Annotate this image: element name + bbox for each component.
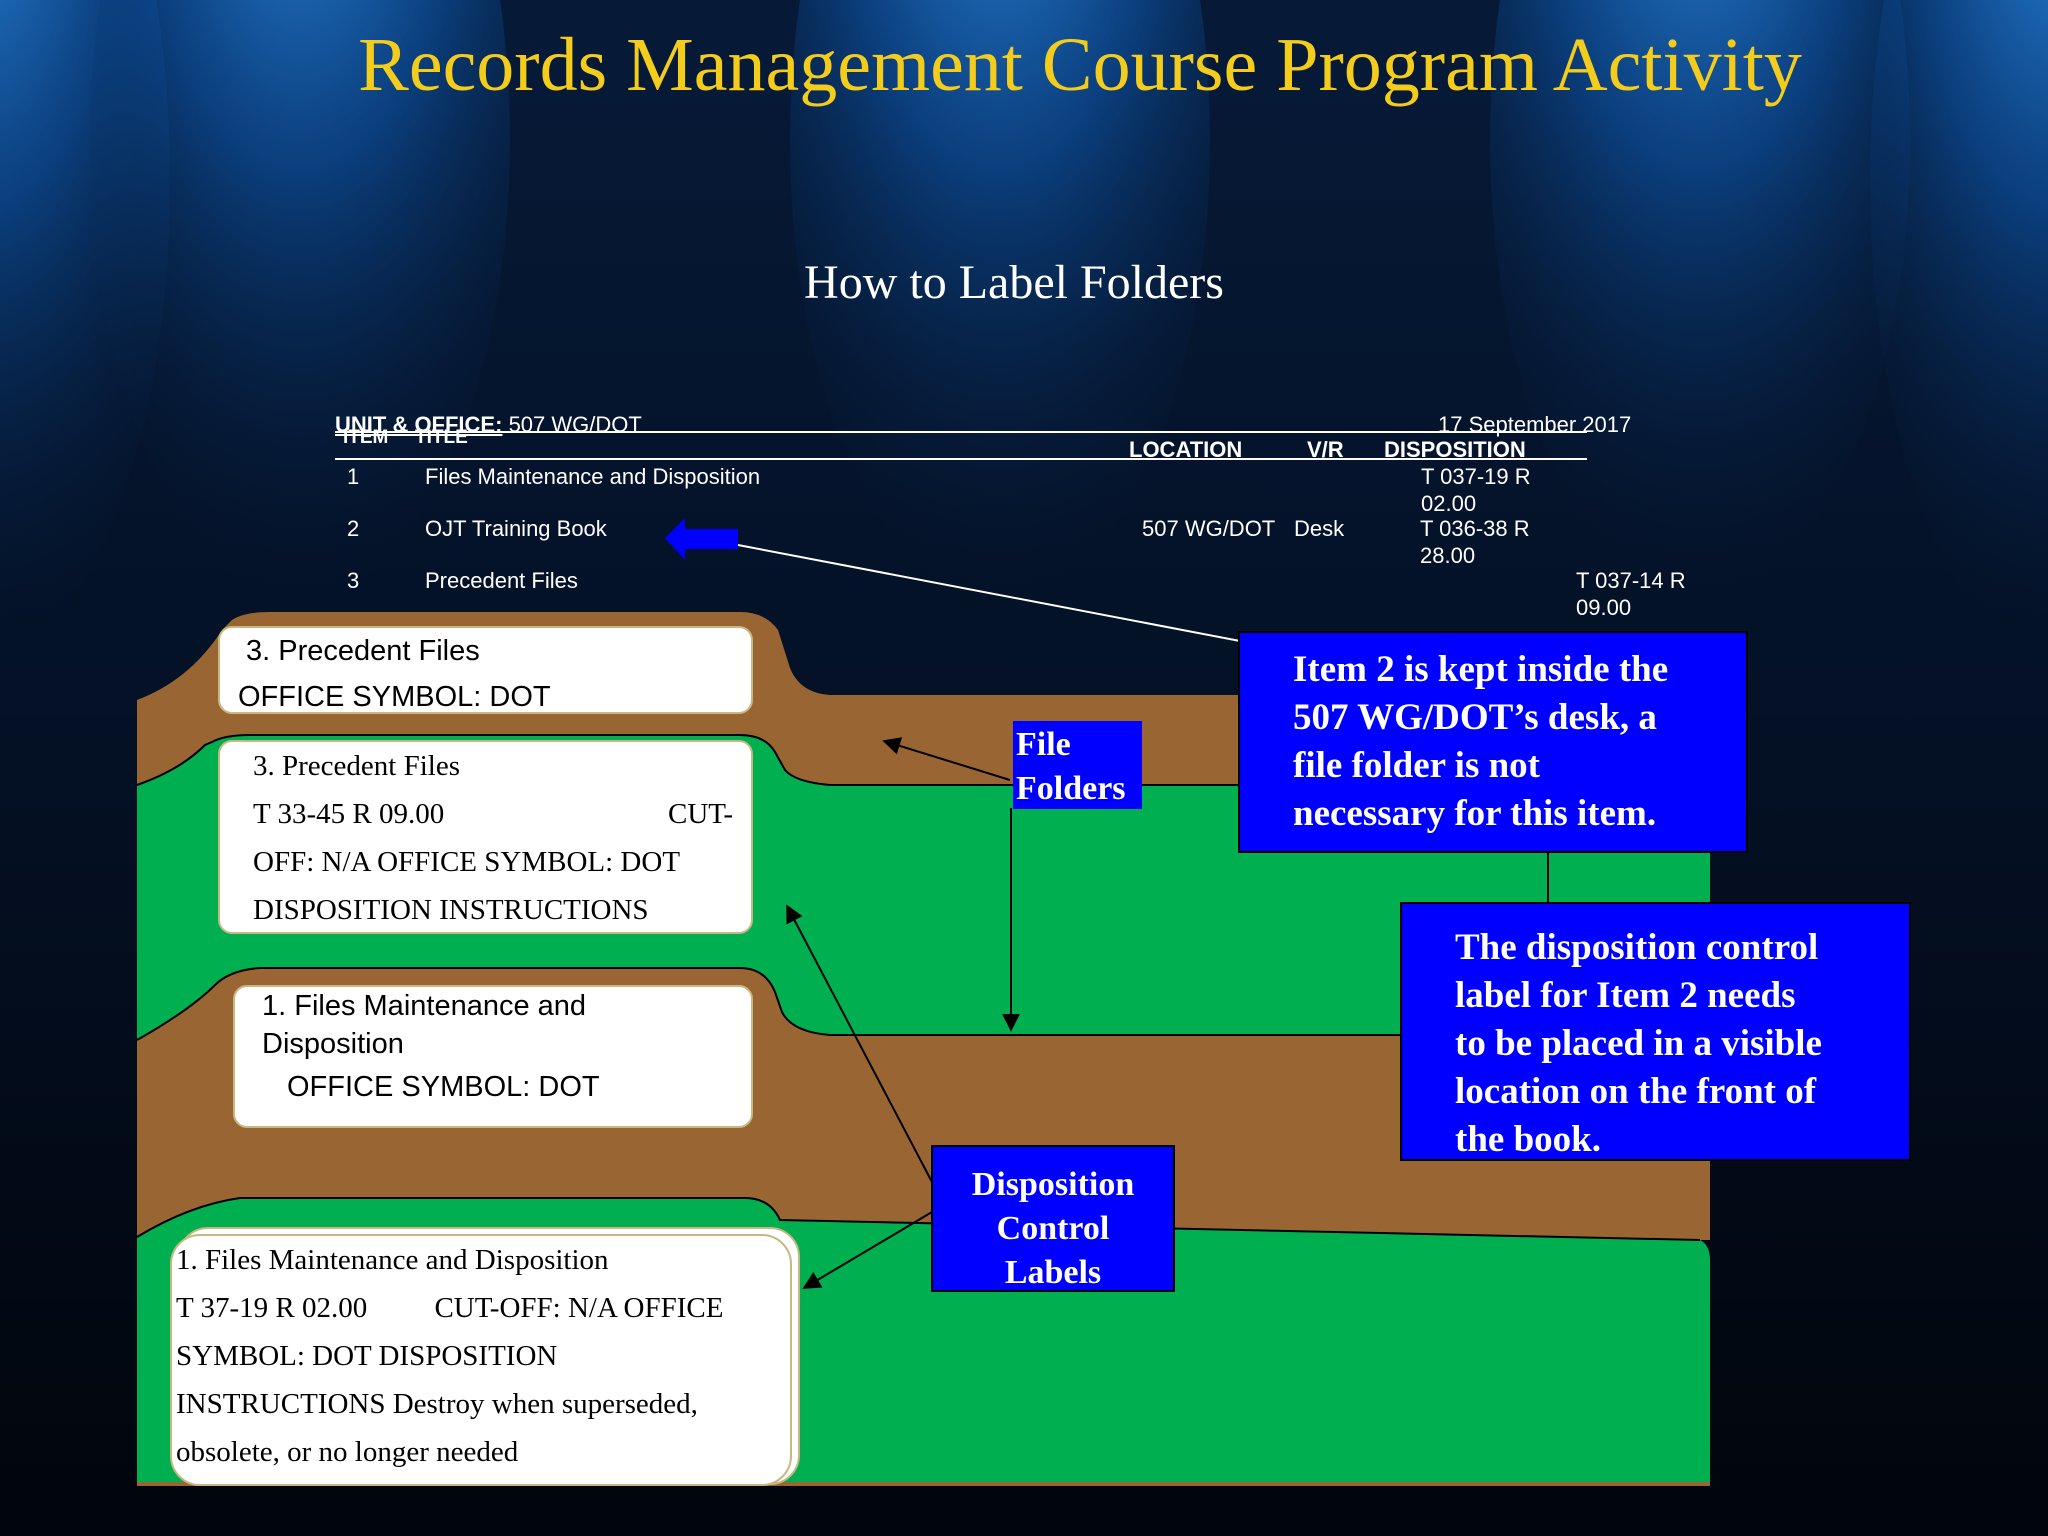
disposition-label-1-line3: SYMBOL: DOT DISPOSITION [176, 1340, 558, 1372]
folder-label-3: 3. Precedent Files OFFICE SYMBOL: DOT [218, 626, 753, 714]
callout-disposition-line3: Labels [1004, 1254, 1102, 1291]
header-disposition: DISPOSITION [1384, 437, 1526, 462]
blue-left-arrow-icon [665, 518, 738, 560]
disposition-label-1-code: T 37-19 R 02.00 [176, 1292, 368, 1324]
callout-item2-label-line3: to be placed in a visible [1455, 1023, 1822, 1064]
callout-disposition-labels: Disposition Control Labels [931, 1145, 1175, 1292]
header-location: LOCATION [1129, 437, 1243, 462]
disposition-label-3-row2: T 33-45 R 09.00 CUT- [253, 790, 733, 838]
folder-label-1-title-2: Disposition [262, 1028, 404, 1060]
table-header-rule [335, 458, 1587, 460]
row1-item: 1 [347, 464, 360, 489]
callout-disposition-line2: Control [996, 1210, 1110, 1247]
disposition-label-1-title: 1. Files Maintenance and Disposition [176, 1244, 609, 1276]
folder-label-3-title: 3. Precedent Files [246, 635, 480, 667]
disposition-arrow-up [786, 904, 933, 1183]
callout-item2-desk-line1: Item 2 is kept inside the [1293, 649, 1669, 690]
disposition-label-1-cutoff: CUT-OFF: N/A OFFICE [434, 1292, 724, 1324]
disposition-label-1-line5: obsolete, or no longer needed [176, 1436, 519, 1468]
disposition-label-3-title: 3. Precedent Files [253, 750, 460, 782]
slide-subtitle: How to Label Folders [804, 256, 1224, 309]
row2-location: 507 WG/DOT [1142, 516, 1276, 541]
callout-file-folders-line2: Folders [1016, 770, 1126, 807]
callout-file-folders-line1: File [1016, 726, 1071, 763]
disposition-label-3-code: T 33-45 R 09.00 [253, 798, 445, 830]
disposition-label-3-cutoff: CUT- [668, 798, 733, 830]
folder-label-1-office: OFFICE SYMBOL: DOT [287, 1071, 600, 1103]
callout-item2-label-line5: the book. [1455, 1119, 1601, 1160]
table-top-rule [335, 431, 1587, 433]
disposition-label-1: 1. Files Maintenance and Disposition T 3… [170, 1234, 792, 1486]
folder-label-1: 1. Files Maintenance and Disposition OFF… [233, 985, 753, 1128]
disposition-label-1-line4: INSTRUCTIONS Destroy when superseded, [176, 1388, 698, 1420]
row1-disposition: T 037-19 R [1421, 464, 1531, 489]
callout-item2-label-line4: location on the front of [1455, 1071, 1817, 1112]
row2-vr: Desk [1294, 516, 1345, 541]
disposition-arrow-down [802, 1211, 933, 1289]
header-vr: V/R [1307, 437, 1344, 462]
disposition-label-3-line4: DISPOSITION INSTRUCTIONS [253, 894, 649, 926]
callout-disposition-line1: Disposition [971, 1166, 1135, 1203]
slide-title: Records Management Course Program Activi… [358, 23, 1802, 107]
row2-disposition-2: 28.00 [1420, 543, 1476, 568]
callout-item2-label-line2: label for Item 2 needs [1455, 975, 1796, 1016]
file-folders-arrow-up [882, 737, 1011, 781]
disposition-label-3: 3. Precedent Files T 33-45 R 09.00 CUT- … [218, 740, 753, 934]
callout-item2-desk: Item 2 is kept inside the 507 WG/DOT’s d… [1238, 631, 1748, 853]
folder-label-1-title: 1. Files Maintenance and [262, 990, 587, 1022]
row1-disposition-2: 02.00 [1421, 491, 1477, 516]
row1-title: Files Maintenance and Disposition [425, 464, 761, 489]
folder-label-3-office: OFFICE SYMBOL: DOT [238, 681, 551, 713]
callout-item2-label-line1: The disposition control [1455, 927, 1819, 968]
header-title: TITLE [415, 427, 468, 448]
header-item: ITEM [343, 427, 389, 448]
item2-pointer-line [737, 544, 1241, 642]
row2-item: 2 [347, 516, 360, 541]
disposition-label-3-line3: OFF: N/A OFFICE SYMBOL: DOT [253, 846, 681, 878]
row2-disposition: T 036-38 R [1420, 516, 1530, 541]
callout-item2-desk-line3: file folder is not [1293, 745, 1540, 786]
row2-title: OJT Training Book [425, 516, 607, 541]
row3-item: 3 [347, 568, 360, 593]
callout-item2-desk-line4: necessary for this item. [1293, 793, 1657, 834]
row3-title: Precedent Files [425, 568, 578, 593]
row3-disposition: T 037-14 R [1576, 568, 1686, 593]
row3-disposition-2: 09.00 [1576, 595, 1632, 620]
callout-file-folders: File Folders [1013, 721, 1142, 809]
callout-item2-label: The disposition control label for Item 2… [1400, 902, 1911, 1161]
disposition-label-1-row2: T 37-19 R 02.00 CUT-OFF: N/A OFFICE [176, 1284, 780, 1332]
callout-item2-desk-line2: 507 WG/DOT’s desk, a [1293, 697, 1657, 738]
